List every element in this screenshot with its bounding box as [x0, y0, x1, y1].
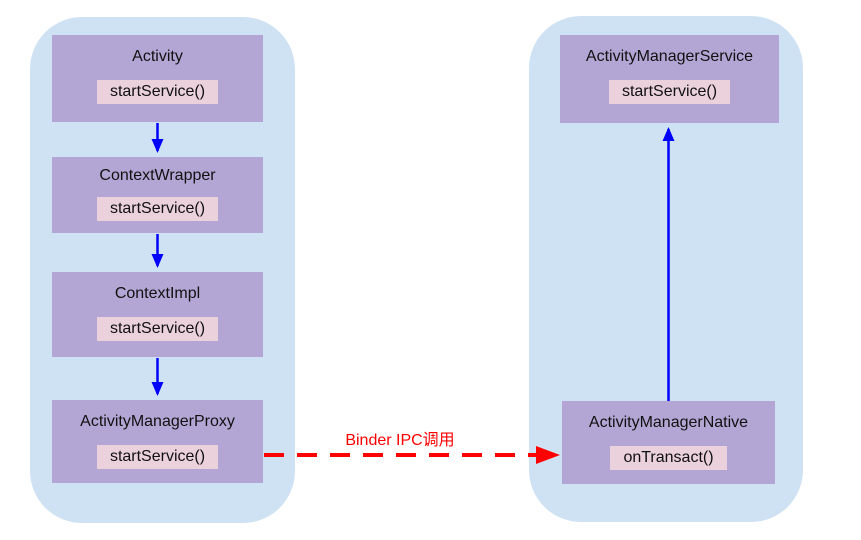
- node-activitymanagernative: ActivityManagerNative onTransact(): [562, 401, 775, 484]
- method-chip: onTransact(): [610, 446, 727, 470]
- node-activity: Activity startService(): [52, 35, 263, 122]
- method-chip: startService(): [96, 80, 219, 104]
- method-chip: startService(): [96, 317, 219, 341]
- node-contextwrapper: ContextWrapper startService(): [52, 157, 263, 233]
- ipc-arrow-label: Binder IPC调用: [345, 432, 455, 449]
- node-title: ContextImpl: [114, 285, 201, 302]
- node-title: ContextWrapper: [99, 167, 216, 184]
- node-title: ActivityManagerService: [585, 48, 754, 65]
- node-activitymanagerservice: ActivityManagerService startService(): [560, 35, 779, 123]
- node-activitymanagerproxy: ActivityManagerProxy startService(): [52, 400, 263, 483]
- node-title: Activity: [132, 48, 183, 65]
- method-chip: startService(): [608, 80, 731, 104]
- method-chip: startService(): [96, 445, 219, 469]
- node-title: ActivityManagerProxy: [80, 413, 235, 430]
- node-contextimpl: ContextImpl startService(): [52, 272, 263, 357]
- node-title: ActivityManagerNative: [588, 414, 749, 431]
- method-chip: startService(): [96, 197, 219, 221]
